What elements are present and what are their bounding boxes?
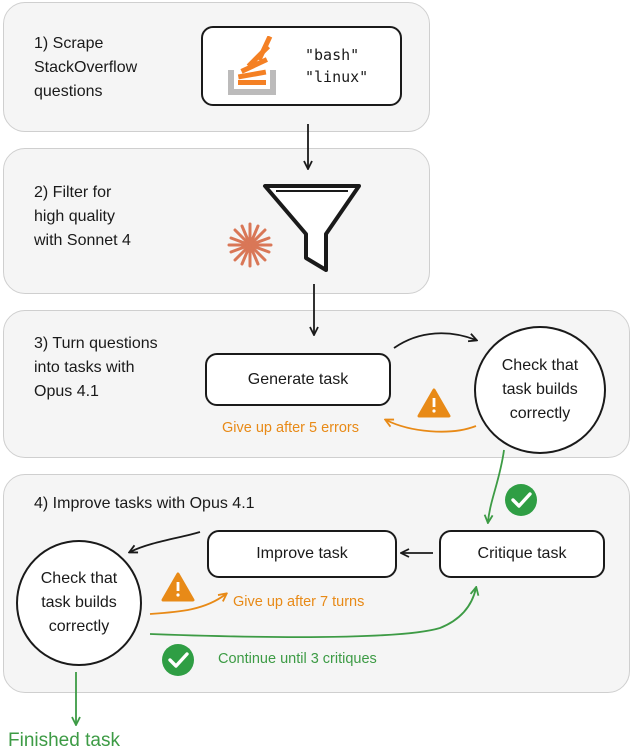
warning-icon (417, 388, 451, 418)
filter-funnel-icon (263, 184, 361, 272)
step-4-label: 4) Improve tasks with Opus 4.1 (34, 495, 255, 512)
stackoverflow-source-box: "bash" "linux" (201, 26, 402, 106)
check-circle-icon (162, 644, 194, 676)
give-up-errors-label: Give up after 5 errors (222, 420, 359, 436)
check-builds-circle-3: Check that task builds correctly (474, 326, 606, 454)
improve-task-box: Improve task (207, 530, 397, 578)
tag-linux: "linux" (305, 68, 369, 86)
step-3-label: 3) Turn questions into tasks with Opus 4… (34, 335, 158, 400)
tag-bash: "bash" (305, 46, 360, 64)
step-2-label: 2) Filter for high quality with Sonnet 4 (34, 184, 131, 249)
check-circle-icon (505, 484, 537, 516)
step-1-label: 1) Scrape StackOverflow questions (34, 35, 138, 100)
claude-burst-icon (227, 222, 273, 268)
step-2-panel (3, 148, 430, 294)
tag-list: "bash" "linux" (305, 44, 368, 88)
give-up-turns-label: Give up after 7 turns (233, 594, 365, 610)
critique-task-box: Critique task (439, 530, 605, 578)
generate-task-box: Generate task (205, 353, 391, 406)
stackoverflow-icon (228, 36, 276, 95)
warning-icon (161, 572, 195, 602)
check-builds-circle-4: Check that task builds correctly (16, 540, 142, 666)
finished-task-label: Finished task (8, 730, 120, 751)
continue-critiques-label: Continue until 3 critiques (218, 651, 377, 667)
